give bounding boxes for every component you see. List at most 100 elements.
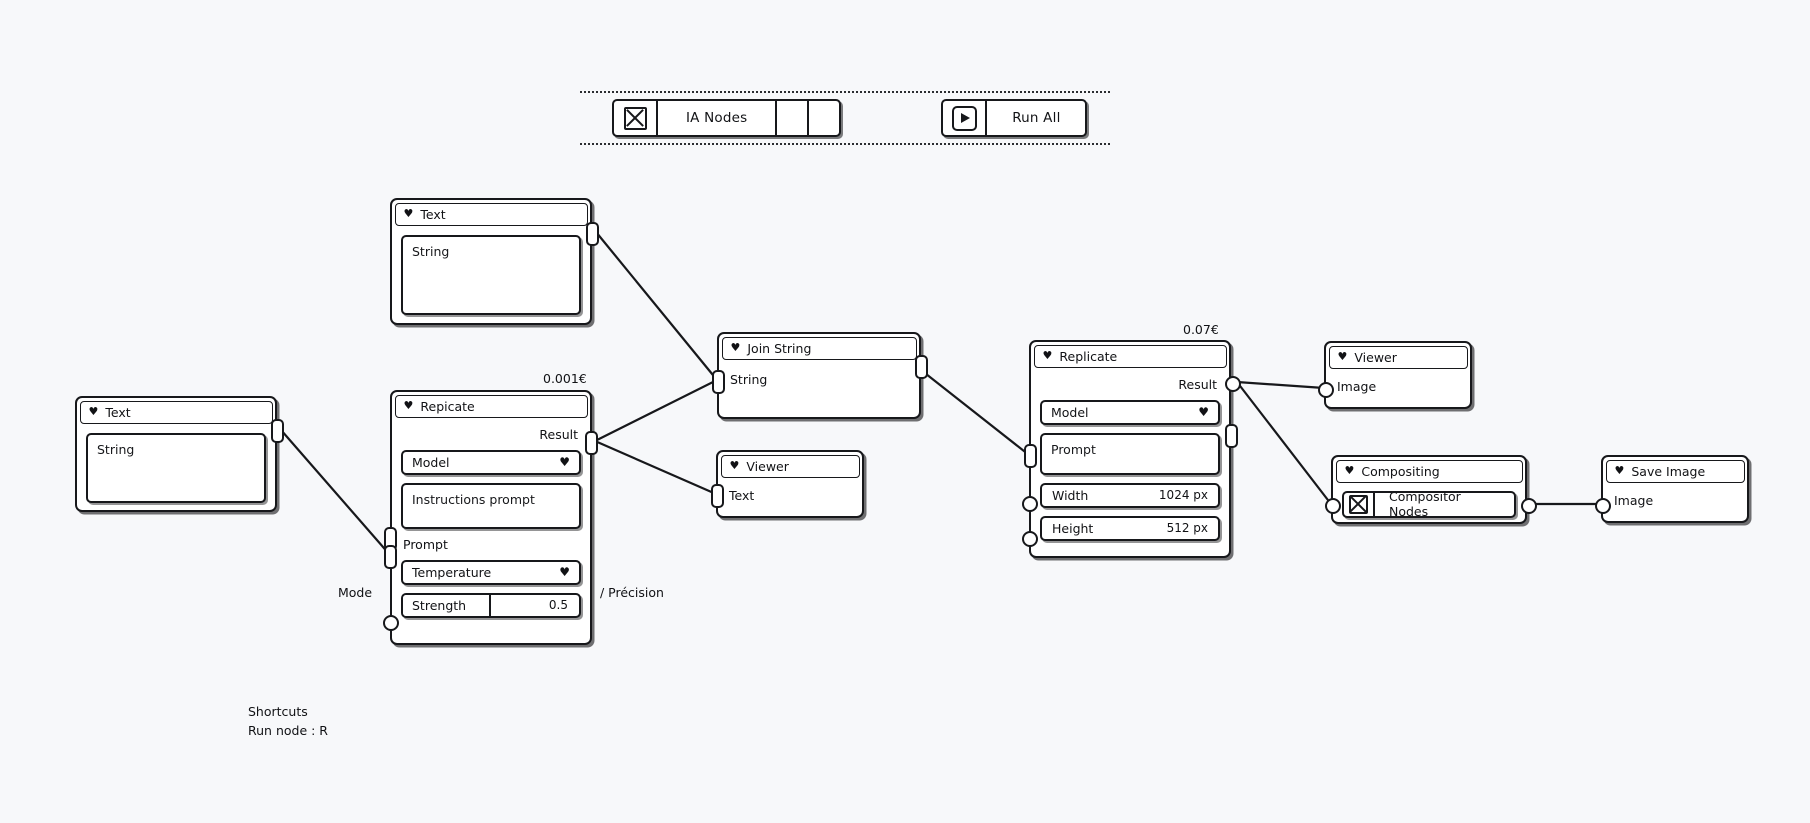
toolbar-menu-label-cell[interactable]: IA Nodes <box>658 101 778 135</box>
node-replicate[interactable]: ♥ Replicate Result Model ♥ Prompt Width … <box>1029 340 1231 558</box>
repicate-instructions-input[interactable]: Instructions prompt <box>401 482 581 529</box>
port-viewer-image-input[interactable] <box>1318 382 1334 398</box>
text-left-string-input[interactable]: String <box>86 432 266 503</box>
port-text-top-output[interactable] <box>586 222 599 246</box>
viewer-text-input-label: Text <box>729 487 755 503</box>
compositor-nodes-button[interactable]: Compositor Nodes <box>1342 490 1516 518</box>
chevron-down-icon[interactable]: ♥ <box>1344 463 1355 477</box>
port-replicate-result-output[interactable] <box>1225 376 1241 392</box>
port-repicate-mode-input[interactable] <box>383 615 399 631</box>
node-viewer-text[interactable]: ♥ Viewer Text <box>716 450 864 518</box>
text-top-string-input[interactable]: String <box>401 234 581 315</box>
wire-repicate-to-viewer-text <box>593 439 718 496</box>
compositor-nodes-icon-slot <box>1344 492 1375 516</box>
wire-text-left-to-repicate <box>279 428 392 557</box>
chevron-down-icon[interactable]: ♥ <box>730 340 741 354</box>
wire-replicate-to-viewer-image <box>1235 380 1326 390</box>
join-string-input-label: String <box>730 371 768 387</box>
text-left-string-placeholder: String <box>97 441 135 457</box>
node-repicate-header[interactable]: ♥ Repicate <box>394 394 588 418</box>
play-icon <box>951 105 977 131</box>
node-viewer-image-header[interactable]: ♥ Viewer <box>1328 345 1468 369</box>
wire-join-to-replicate <box>919 368 1031 457</box>
replicate-model-label: Model <box>1051 404 1089 420</box>
repicate-strength-slider[interactable]: Strength 0.5 <box>401 592 581 618</box>
node-join-string[interactable]: ♥ Join String String <box>717 332 921 419</box>
port-join-string-input[interactable] <box>712 370 725 394</box>
toolbar-blank-button-1[interactable] <box>777 101 810 135</box>
port-join-string-output[interactable] <box>915 355 928 379</box>
chevron-down-icon: ♥ <box>1198 405 1209 419</box>
node-viewer-image[interactable]: ♥ Viewer Image <box>1324 341 1472 409</box>
node-text-left-header[interactable]: ♥ Text <box>79 400 273 424</box>
node-save-image[interactable]: ♥ Save Image Image <box>1601 455 1749 523</box>
chevron-down-icon: ♥ <box>559 455 570 469</box>
port-save-image-input[interactable] <box>1595 498 1611 514</box>
wire-replicate-to-compositing <box>1235 380 1333 506</box>
port-text-left-output[interactable] <box>271 419 284 443</box>
replicate-prompt-input[interactable]: Prompt <box>1040 432 1220 475</box>
repicate-result-label: Result <box>539 426 578 442</box>
chevron-down-icon[interactable]: ♥ <box>403 206 414 220</box>
replicate-model-select[interactable]: Model ♥ <box>1040 399 1220 425</box>
port-replicate-width-input[interactable] <box>1022 496 1038 512</box>
node-repicate[interactable]: ♥ Repicate Result Model ♥ Instructions p… <box>390 390 592 645</box>
repicate-temperature-select[interactable]: Temperature ♥ <box>401 559 581 585</box>
node-save-image-header[interactable]: ♥ Save Image <box>1605 459 1745 483</box>
port-replicate-height-input[interactable] <box>1022 531 1038 547</box>
node-save-image-title: Save Image <box>1631 463 1706 479</box>
chevron-down-icon[interactable]: ♥ <box>1337 349 1348 363</box>
replicate-height-field[interactable]: Height 512 px <box>1040 515 1220 541</box>
port-repicate-prompt-input[interactable] <box>384 545 397 569</box>
node-viewer-text-title: Viewer <box>746 458 789 474</box>
port-replicate-prompt-input[interactable] <box>1024 444 1037 468</box>
chevron-down-icon: ♥ <box>559 565 570 579</box>
node-text-left[interactable]: ♥ Text String <box>75 396 277 512</box>
node-text-top[interactable]: ♥ Text String <box>390 198 592 325</box>
toolbar-menu-group[interactable]: IA Nodes <box>612 99 842 137</box>
port-compositing-output[interactable] <box>1521 498 1537 514</box>
compositor-nodes-label: Compositor Nodes <box>1388 490 1461 518</box>
run-all-button[interactable]: Run All <box>987 101 1085 135</box>
node-text-top-header[interactable]: ♥ Text <box>394 202 588 226</box>
wire-repicate-to-join <box>593 378 719 443</box>
port-repicate-result-output[interactable] <box>585 431 598 455</box>
repicate-mode-label: Mode <box>338 585 373 600</box>
chevron-down-icon[interactable]: ♥ <box>403 398 414 412</box>
run-all-icon-cell[interactable] <box>943 101 988 135</box>
repicate-model-select[interactable]: Model ♥ <box>401 449 581 475</box>
node-viewer-image-title: Viewer <box>1354 349 1397 365</box>
text-top-string-placeholder: String <box>412 243 450 259</box>
repicate-strength-value: 0.5 <box>548 598 568 612</box>
toolbar-blank-button-2[interactable] <box>809 101 839 135</box>
node-text-left-title: Text <box>105 404 131 420</box>
toolbar-menu-label: IA Nodes <box>686 110 748 126</box>
shortcuts-legend: Shortcuts Run node : R <box>248 702 328 740</box>
run-all-group[interactable]: Run All <box>941 99 1088 137</box>
replicate-width-field[interactable]: Width 1024 px <box>1040 482 1220 508</box>
chevron-down-icon[interactable]: ♥ <box>1042 348 1053 362</box>
toolbar: IA Nodes Run All <box>580 91 1110 145</box>
repicate-model-label: Model <box>412 454 450 470</box>
node-join-string-header[interactable]: ♥ Join String <box>721 336 917 360</box>
node-text-top-title: Text <box>420 206 446 222</box>
node-viewer-text-header[interactable]: ♥ Viewer <box>720 454 860 478</box>
node-compositing[interactable]: ♥ Compositing Compositor Nodes <box>1331 455 1527 524</box>
port-viewer-text-input[interactable] <box>711 484 724 508</box>
node-compositing-header[interactable]: ♥ Compositing <box>1335 459 1523 483</box>
replicate-prompt-placeholder: Prompt <box>1051 441 1096 457</box>
node-replicate-header[interactable]: ♥ Replicate <box>1033 344 1227 368</box>
shortcuts-title: Shortcuts <box>248 704 308 719</box>
crossed-box-icon <box>623 106 647 130</box>
toolbar-menu-icon-cell[interactable] <box>614 101 658 135</box>
replicate-price-label: 0.07€ <box>1183 322 1219 337</box>
chevron-down-icon[interactable]: ♥ <box>1614 463 1625 477</box>
replicate-result-label: Result <box>1178 376 1217 392</box>
port-replicate-secondary-output[interactable] <box>1225 424 1238 448</box>
chevron-down-icon[interactable]: ♥ <box>729 458 740 472</box>
chevron-down-icon[interactable]: ♥ <box>88 404 99 418</box>
replicate-height-label: Height <box>1052 520 1094 536</box>
port-compositing-input[interactable] <box>1325 498 1341 514</box>
shortcuts-run-node: Run node : R <box>248 723 328 738</box>
